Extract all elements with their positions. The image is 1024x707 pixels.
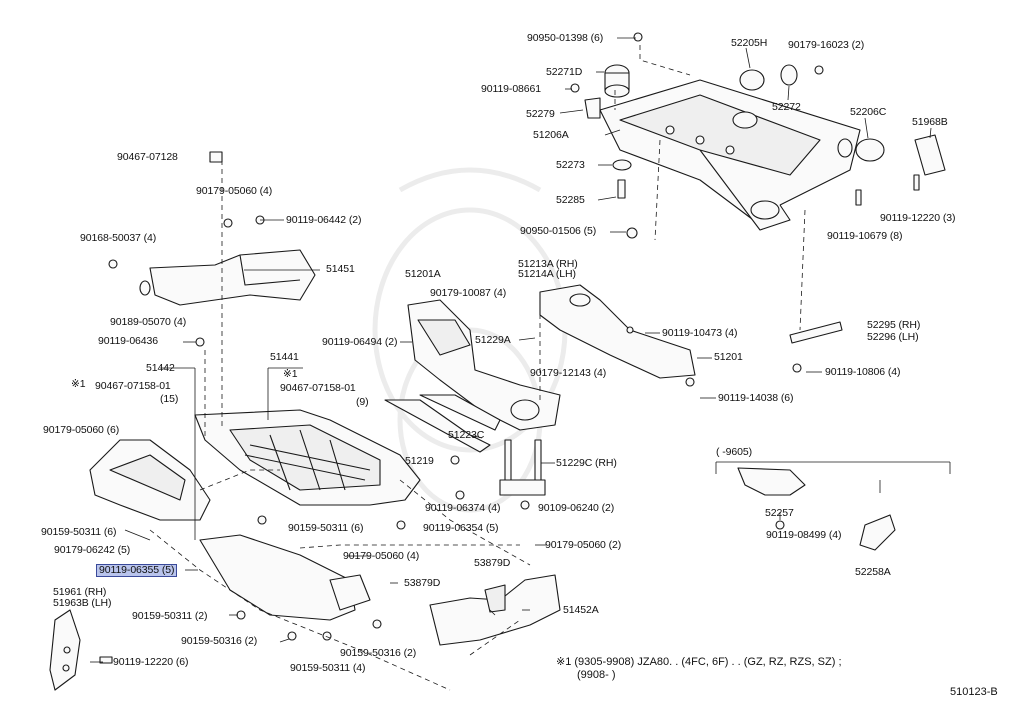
- part-label-52285[interactable]: 52285: [556, 194, 585, 206]
- part-label-52279[interactable]: 52279: [526, 108, 555, 120]
- front-suspension-member: [407, 299, 561, 431]
- part-label-51968B[interactable]: 51968B: [912, 116, 948, 128]
- part-label-90119-06374[interactable]: 90119-06374 (4): [425, 502, 501, 514]
- part-label-52296[interactable]: 52296 (LH): [867, 331, 919, 343]
- part-label-90168-50037[interactable]: 90168-50037 (4): [80, 232, 157, 244]
- footnote-marker-b: ※1: [283, 368, 298, 380]
- part-label-51229A[interactable]: 51229A: [475, 334, 511, 346]
- part-label-51206A[interactable]: 51206A: [533, 129, 569, 141]
- part-label-90119-14038[interactable]: 90119-14038 (6): [718, 392, 794, 404]
- stabilizer-braces: [384, 394, 546, 510]
- part-label-90179-06242[interactable]: 90179-06242 (5): [54, 544, 131, 556]
- part-label-51442[interactable]: 51442: [146, 362, 175, 374]
- part-label-90159-50316-2b[interactable]: 90159-50316 (2): [340, 647, 417, 659]
- rear-suspension-member: [599, 79, 861, 231]
- part-label-90179-05060-4a[interactable]: 90179-05060 (4): [196, 185, 273, 197]
- part-label-51201[interactable]: 51201: [714, 351, 743, 363]
- part-label-52271D[interactable]: 52271D: [546, 66, 583, 78]
- part-label-90467-07128[interactable]: 90467-07128: [117, 151, 178, 163]
- part-label-51213A[interactable]: 51213A (RH): [518, 258, 578, 270]
- engine-under-cover-51442: [89, 439, 211, 521]
- part-label-90467-07158-b[interactable]: 90467-07158-01: [280, 382, 356, 394]
- part-label-51229C[interactable]: 51229C (RH): [556, 457, 617, 469]
- part-label-52295[interactable]: 52295 (RH): [867, 319, 921, 331]
- part-label-90189-05070[interactable]: 90189-05070 (4): [110, 316, 187, 328]
- part-label-52258A[interactable]: 52258A: [855, 566, 891, 578]
- part-label-90159-50316-2a[interactable]: 90159-50316 (2): [181, 635, 258, 647]
- part-label-90119-12220-3[interactable]: 90119-12220 (3): [880, 212, 956, 224]
- date-range-label: ( -9605): [716, 446, 752, 458]
- part-label-90109-06240[interactable]: 90109-06240 (2): [538, 502, 615, 514]
- part-label-90179-12143[interactable]: 90179-12143 (4): [530, 367, 607, 379]
- part-label-90950-01506[interactable]: 90950-01506 (5): [520, 225, 597, 237]
- part-label-53879D-a[interactable]: 53879D: [474, 557, 511, 569]
- part-label-90119-06442[interactable]: 90119-06442 (2): [286, 214, 362, 226]
- part-label-90119-08661[interactable]: 90119-08661: [481, 83, 542, 95]
- part-label-51219[interactable]: 51219: [405, 455, 434, 467]
- part-label-90119-06494[interactable]: 90119-06494 (2): [322, 336, 398, 348]
- part-label-51451[interactable]: 51451: [326, 263, 355, 275]
- part-label-51201A[interactable]: 51201A: [405, 268, 441, 280]
- part-label-52205H[interactable]: 52205H: [731, 37, 768, 49]
- part-label-90159-50311-6b[interactable]: 90159-50311 (6): [288, 522, 364, 534]
- part-label-90119-06355-selected[interactable]: 90119-06355 (5): [96, 564, 178, 577]
- part-label-90950-01398[interactable]: 90950-01398 (6): [527, 32, 604, 44]
- part-label-90179-05060-4b[interactable]: 90179-05060 (4): [343, 550, 420, 562]
- quantity-15: (15): [160, 393, 179, 405]
- part-label-90159-50311-4[interactable]: 90159-50311 (4): [290, 662, 366, 674]
- part-label-52273[interactable]: 52273: [556, 159, 585, 171]
- part-label-90119-06436[interactable]: 90119-06436: [98, 335, 159, 347]
- part-label-90119-08499[interactable]: 90119-08499 (4): [766, 529, 842, 541]
- part-label-51441[interactable]: 51441: [270, 351, 299, 363]
- part-label-90119-12220-6[interactable]: 90119-12220 (6): [113, 656, 189, 668]
- part-label-51452A[interactable]: 51452A: [563, 604, 599, 616]
- part-label-52257[interactable]: 52257: [765, 507, 794, 519]
- footnote-line-1: ※1 (9305-9908) JZA80. . (4FC, 6F) . . (G…: [556, 656, 842, 668]
- dashed-guide-lines: [149, 45, 806, 691]
- part-label-52272[interactable]: 52272: [772, 101, 801, 113]
- part-label-90179-05060-6[interactable]: 90179-05060 (6): [43, 424, 120, 436]
- part-label-90467-07158-a[interactable]: 90467-07158-01: [95, 380, 171, 392]
- leader-lines: [90, 37, 951, 663]
- engine-under-cover-51452A: [429, 574, 561, 646]
- diagram-code: 510123-B: [950, 686, 998, 698]
- subframe-bushings: [570, 32, 946, 239]
- part-label-52206C[interactable]: 52206C: [850, 106, 887, 118]
- part-label-90119-10806[interactable]: 90119-10806 (4): [825, 366, 901, 378]
- part-label-51223C[interactable]: 51223C: [448, 429, 485, 441]
- lower-side-cover: [199, 515, 406, 641]
- footnote-marker-a: ※1: [71, 378, 86, 390]
- part-label-90119-06354[interactable]: 90119-06354 (5): [423, 522, 499, 534]
- part-label-90179-10087[interactable]: 90179-10087 (4): [430, 287, 507, 299]
- part-label-51214A[interactable]: 51214A (LH): [518, 268, 576, 280]
- footnote-line-2: (9908- ): [577, 669, 616, 681]
- bracket-51961: [49, 609, 113, 691]
- suspension-crossmember-51201: [539, 284, 802, 387]
- part-label-90119-10473[interactable]: 90119-10473 (4): [662, 327, 738, 339]
- quantity-9: (9): [356, 396, 369, 408]
- part-label-90159-50311-6a[interactable]: 90159-50311 (6): [41, 526, 117, 538]
- engine-under-cover-51441: [194, 409, 421, 506]
- part-label-90159-50311-2[interactable]: 90159-50311 (2): [132, 610, 208, 622]
- part-label-51961[interactable]: 51961 (RH): [53, 586, 107, 598]
- early-model-brackets: [737, 467, 896, 551]
- part-label-53879D-b[interactable]: 53879D: [404, 577, 441, 589]
- part-label-51963B[interactable]: 51963B (LH): [53, 597, 112, 609]
- part-label-90179-05060-2[interactable]: 90179-05060 (2): [545, 539, 622, 551]
- lower-brace-52295: [789, 321, 843, 344]
- part-label-90119-10679[interactable]: 90119-10679 (8): [827, 230, 903, 242]
- part-label-90179-16023[interactable]: 90179-16023 (2): [788, 39, 865, 51]
